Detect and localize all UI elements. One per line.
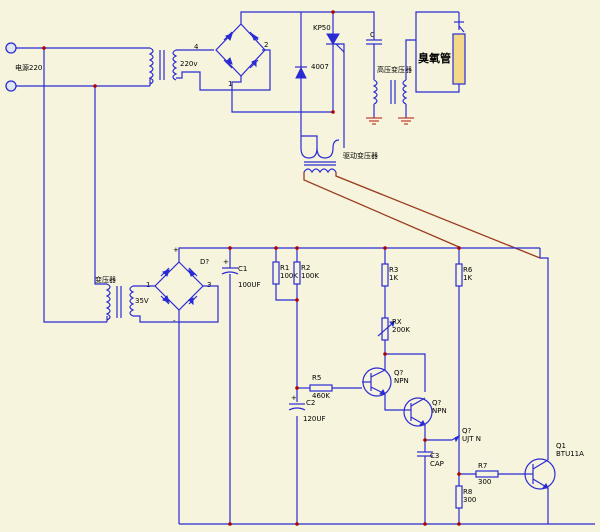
- transistor-npn-2: Q? NPN: [403, 397, 447, 427]
- r7-name: R7: [478, 462, 487, 470]
- npn1-name: Q?: [394, 369, 404, 377]
- r5-value: 460K: [312, 392, 330, 400]
- scr-kp50: KP50: [313, 24, 345, 53]
- r2-name: R2: [301, 264, 310, 272]
- mains-terminal-top: [5, 42, 17, 54]
- c1-value: 100UF: [238, 281, 261, 289]
- c3-name: C3: [430, 452, 439, 460]
- top-bridge-rectifier: 2 1: [215, 23, 268, 88]
- r3-name: R3: [389, 266, 398, 274]
- mains-terminal-bottom: [5, 80, 17, 92]
- hv-transformer-label: 高压变压器: [377, 65, 412, 74]
- diode-4007: 4007: [295, 63, 329, 79]
- r1-name: R1: [280, 264, 289, 272]
- resistor-r7: R7 300: [475, 462, 499, 486]
- capacitor-c2: + C2 120UF: [288, 394, 326, 423]
- low-transformer: 变压器 35V 1 3: [95, 275, 211, 322]
- low-transformer-label: 变压器: [95, 275, 116, 284]
- ozone-tube-label: 臭氧管: [418, 51, 451, 65]
- c3-value: CAP: [430, 460, 444, 468]
- ground-hv-right: [398, 117, 414, 125]
- bottom-bridge-rectifier: D? + -: [154, 246, 209, 325]
- npn2-type: NPN: [432, 407, 447, 415]
- hv-transformer: 高压变压器: [372, 65, 412, 105]
- r7-value: 300: [478, 478, 491, 486]
- r1-value: 100K: [280, 272, 298, 280]
- top-transformer-secondary-label: 220v: [180, 60, 198, 68]
- ozone-tube: 臭氧管: [418, 12, 466, 85]
- transistor-ujt: Q? UJT N: [451, 427, 481, 450]
- rx-value: 200K: [392, 326, 410, 334]
- bottom-bridge-label: D?: [200, 258, 209, 266]
- mains-input: 电源220: [5, 42, 42, 92]
- npn1-type: NPN: [394, 377, 409, 385]
- scr-label: KP50: [313, 24, 331, 32]
- resistor-r3: R3 1K: [381, 263, 398, 287]
- r6-value: 1K: [463, 274, 472, 282]
- npn2-name: Q?: [432, 399, 442, 407]
- low-transformer-pin3: 3: [207, 281, 211, 289]
- r3-value: 1K: [389, 274, 398, 282]
- capacitor-c1: + C1 100UF: [221, 258, 261, 289]
- c2-plus: +: [291, 394, 297, 402]
- c1-plus: +: [223, 258, 229, 266]
- low-transformer-pin1: 1: [146, 281, 150, 289]
- resistor-r5: R5 460K: [309, 374, 333, 400]
- r6-name: R6: [463, 266, 473, 274]
- transistor-npn-1: Q? NPN: [362, 367, 409, 397]
- mains-label: 电源220: [15, 63, 42, 72]
- transistor-q1: Q1 BTU11A: [524, 442, 584, 490]
- capacitor-c3: C3 CAP: [417, 451, 444, 468]
- top-bridge-pin-left: 1: [228, 80, 232, 88]
- top-transformer: 4 220v: [148, 43, 199, 86]
- c2-name: C2: [306, 399, 315, 407]
- top-transformer-pin: 4: [194, 43, 199, 51]
- bottom-bridge-minus: -: [173, 317, 176, 325]
- diode-label: 4007: [311, 63, 329, 71]
- ujt-type: UJT N: [462, 435, 481, 443]
- q1-type: BTU11A: [556, 450, 584, 458]
- bottom-bridge-plus: +: [173, 246, 179, 254]
- ground-hv-left: [366, 117, 382, 125]
- r5-name: R5: [312, 374, 321, 382]
- r8-name: R8: [463, 488, 472, 496]
- r2-value: 100K: [301, 272, 319, 280]
- rx-name: RX: [392, 318, 402, 326]
- resistor-r8: R8 300: [455, 485, 476, 509]
- ujt-name: Q?: [462, 427, 472, 435]
- capacitor-c-label: C: [370, 31, 375, 39]
- resistor-r6: R6 1K: [455, 263, 473, 287]
- c1-name: C1: [238, 265, 247, 273]
- r8-value: 300: [463, 496, 476, 504]
- top-bridge-pin-right: 2: [264, 41, 268, 49]
- ozone-tube-body: [452, 33, 466, 85]
- trigger-transformer: 驱动变压器: [300, 139, 378, 174]
- junction-dots: [42, 10, 461, 526]
- resistor-rx: RX 200K: [377, 317, 410, 341]
- c2-value: 120UF: [303, 415, 326, 423]
- low-transformer-voltage: 35V: [135, 297, 149, 305]
- q1-name: Q1: [556, 442, 566, 450]
- trigger-transformer-label: 驱动变压器: [343, 151, 378, 160]
